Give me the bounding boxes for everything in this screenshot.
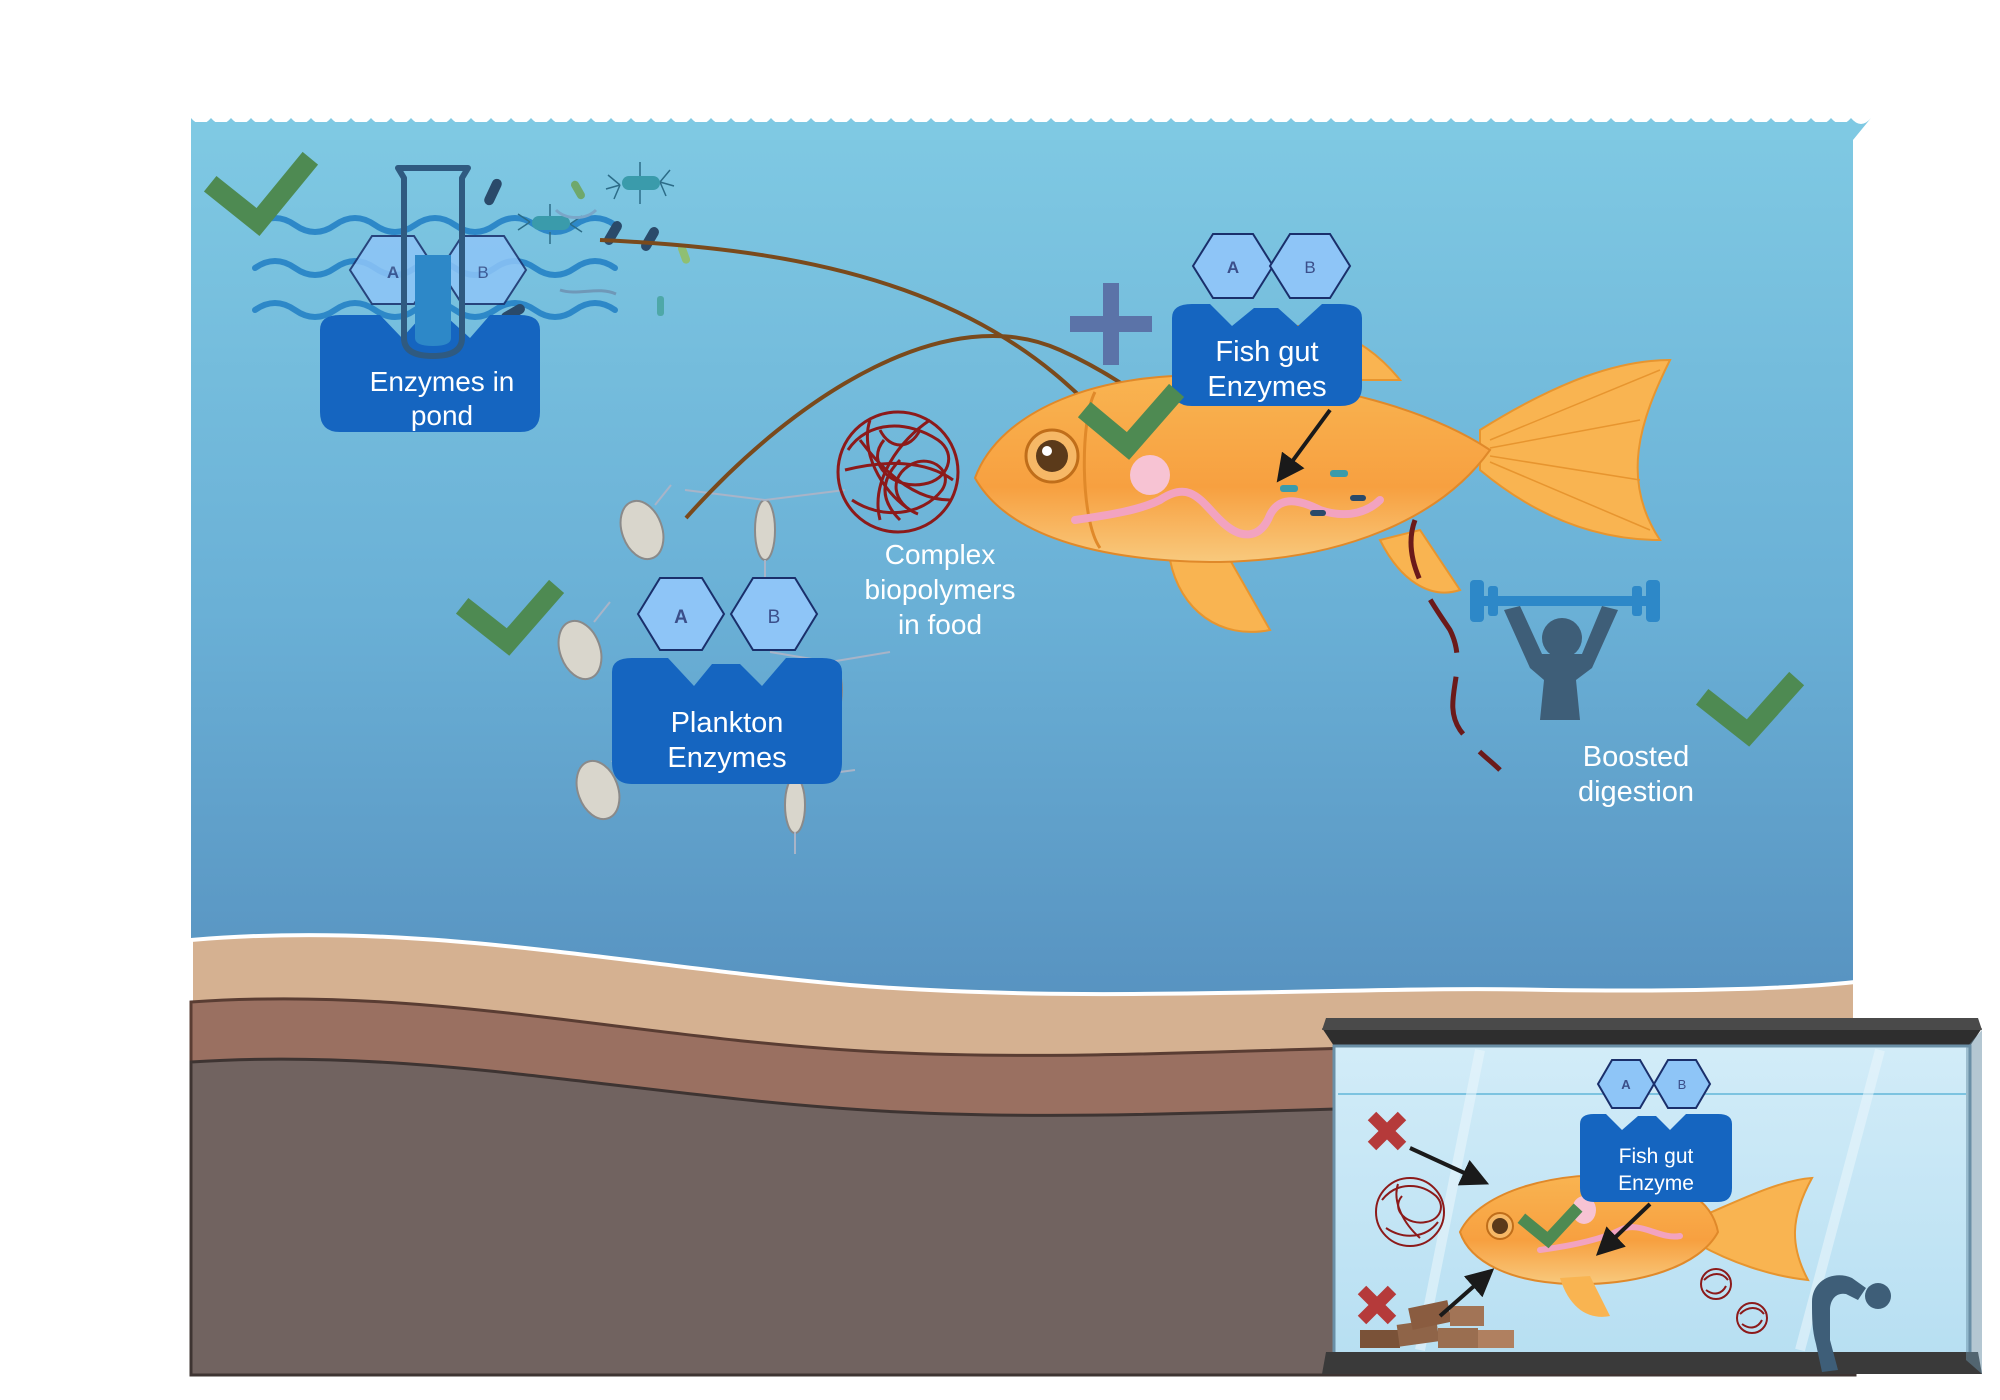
enzyme-unit-a-label: A: [1227, 258, 1239, 277]
check-icon: [203, 151, 319, 236]
aquarium-tank-icon: [1322, 1018, 1982, 1374]
svg-text:Complex: Complex: [885, 539, 995, 570]
food-pellets-icon: [1360, 1300, 1514, 1348]
svg-text:in food: in food: [898, 609, 982, 640]
tank-food-arrow: [1438, 1268, 1495, 1318]
pond-water: [191, 118, 1871, 1010]
complex-biopolymers-label: Complex biopolymers in food: [865, 539, 1016, 640]
boosted-digestion-label: Boosted digestion: [1578, 741, 1694, 808]
fish-gut-enzymes-label-line1: Fish gut: [1215, 336, 1318, 368]
enzyme-to-gut-arrow: [1276, 408, 1332, 483]
sick-person-icon: [1812, 1275, 1891, 1372]
fish-gut-enzyme-badge: Fish gut Enzymes: [1172, 304, 1362, 406]
cross-icon: [1367, 1111, 1407, 1151]
tank-fish-gut-enzyme-badge: Fish gut Enzyme: [1580, 1114, 1732, 1202]
check-icon: [1695, 671, 1805, 747]
weightlifter-icon: [1470, 580, 1660, 720]
water-surface-waves: [191, 118, 1871, 140]
plankton-enzymes-label-line2: Enzymes: [667, 742, 786, 774]
enzyme-unit-b-label: B: [1304, 258, 1315, 277]
tank-fish-gut-label-line1: Fish gut: [1619, 1145, 1694, 1168]
tank-small-biopolymer-icon: [1700, 1268, 1768, 1334]
check-icon: [1077, 383, 1185, 460]
tank-fish-gut-label-line2: Enzyme: [1618, 1172, 1694, 1195]
small-fish-icon: [1458, 1173, 1814, 1317]
pond-enzymes-label-line2: pond: [411, 400, 473, 431]
tank-biopolymer-arrow: [1409, 1146, 1490, 1186]
enzyme-unit-a-label: A: [1621, 1077, 1631, 1092]
pond-enzymes-label-line1: Enzymes in: [370, 366, 515, 397]
fish-gut-enzyme-hexagons: A B: [1191, 233, 1352, 299]
svg-text:biopolymers: biopolymers: [865, 574, 1016, 605]
svg-text:Boosted: Boosted: [1583, 741, 1689, 773]
tank-enzyme-hexagons: A B: [1596, 1059, 1712, 1109]
plus-icon: [1070, 283, 1152, 365]
cross-icon: [1357, 1285, 1397, 1325]
plankton-enzyme-badge: Plankton Enzymes: [612, 658, 842, 784]
gut-bacteria-icon: [1280, 470, 1366, 516]
enzyme-unit-b-label: B: [477, 263, 488, 282]
enzyme-unit-b-label: B: [768, 607, 781, 628]
test-tube-icon: [395, 165, 471, 359]
pond-enzyme-badge: Enzymes in pond: [320, 315, 540, 432]
plankton-enzyme-hexagons: A B: [636, 577, 819, 651]
tank-biopolymer-ball-icon: [1375, 1177, 1445, 1247]
svg-text:digestion: digestion: [1578, 776, 1694, 808]
fish-waste-trail: [1408, 519, 1502, 772]
check-icon: [455, 579, 565, 656]
plankton-enzymes-label-line1: Plankton: [671, 707, 784, 739]
enzyme-unit-b-label: B: [1678, 1077, 1687, 1092]
enzyme-unit-a-label: A: [387, 263, 399, 282]
check-icon: [1517, 1203, 1583, 1249]
enzyme-unit-a-label: A: [674, 607, 688, 628]
biopolymer-ball-icon: [836, 410, 960, 534]
fish-gut-enzymes-label-line2: Enzymes: [1207, 371, 1326, 403]
tank-enzyme-to-gut-arrow: [1595, 1202, 1652, 1256]
